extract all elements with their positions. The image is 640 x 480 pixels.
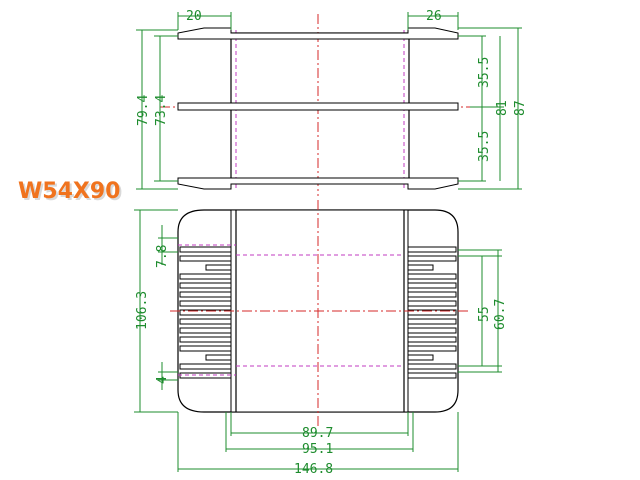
dim-label-right-lower-pitch: 35.5	[477, 131, 492, 162]
right-fin	[407, 327, 457, 334]
side-view: 20 26 79.4 73.4 35.5 35.5 81 87	[136, 9, 528, 196]
front-view-left-fins	[179, 246, 232, 379]
left-fin	[179, 345, 232, 352]
right-fin	[407, 345, 457, 352]
model-label-text: W54X90	[18, 179, 120, 204]
left-fin	[179, 309, 232, 316]
dim-label-bottom-middle: 95.1	[302, 442, 333, 457]
right-fin	[407, 273, 457, 280]
right-fin	[407, 300, 457, 307]
right-fin	[407, 363, 457, 370]
front-view-right-fins	[407, 246, 457, 379]
left-fin	[179, 273, 232, 280]
side-view-middle-flange	[177, 102, 459, 111]
left-fin	[179, 300, 232, 307]
left-fin	[179, 336, 232, 343]
right-fin	[407, 255, 457, 262]
dim-label-front-right-outer: 60.7	[493, 299, 508, 330]
dim-label-bottom-outer: 146.8	[294, 462, 333, 477]
dim-label-right-outer: 87	[513, 100, 528, 116]
right-fin	[407, 372, 457, 379]
dim-label-bottom-inner: 89.7	[302, 426, 333, 441]
dim-label-top-flange-left: 20	[186, 9, 202, 24]
right-fin	[407, 282, 457, 289]
right-fin	[407, 246, 457, 253]
left-fin	[179, 327, 232, 334]
left-fin	[179, 363, 232, 370]
dim-label-right-inner: 81	[495, 100, 510, 116]
model-label-shadow: W54X90	[20, 181, 122, 206]
dim-label-left-outer: 79.4	[136, 95, 151, 126]
left-fin	[179, 282, 232, 289]
right-fin	[407, 318, 457, 325]
side-view-bottom-flange	[177, 177, 459, 190]
left-fin	[179, 255, 232, 262]
dim-label-front-left-height: 106.3	[135, 291, 150, 330]
left-fin	[179, 246, 232, 253]
dim-label-top-flange-right: 26	[426, 9, 442, 24]
dim-label-front-left-small-bottom: 4	[155, 376, 170, 384]
left-fin	[205, 264, 232, 271]
left-fin	[205, 354, 232, 361]
front-view-outline	[177, 209, 459, 413]
left-fin	[179, 318, 232, 325]
dim-label-front-left-small-top: 7.8	[155, 245, 170, 268]
model-label: W54X90 W54X90	[18, 179, 122, 206]
left-fin	[179, 291, 232, 298]
right-fin	[407, 264, 434, 271]
dim-label-left-inner: 73.4	[154, 95, 169, 126]
dim-label-front-right-inner: 55	[477, 306, 492, 322]
dim-label-right-upper-pitch: 35.5	[477, 57, 492, 88]
front-view: 106.3 7.8 4 55 60.7 89.7 95.1 146.8	[134, 200, 508, 477]
right-fin	[407, 291, 457, 298]
side-view-top-flange	[177, 27, 459, 40]
right-fin	[407, 336, 457, 343]
right-fin	[407, 354, 434, 361]
